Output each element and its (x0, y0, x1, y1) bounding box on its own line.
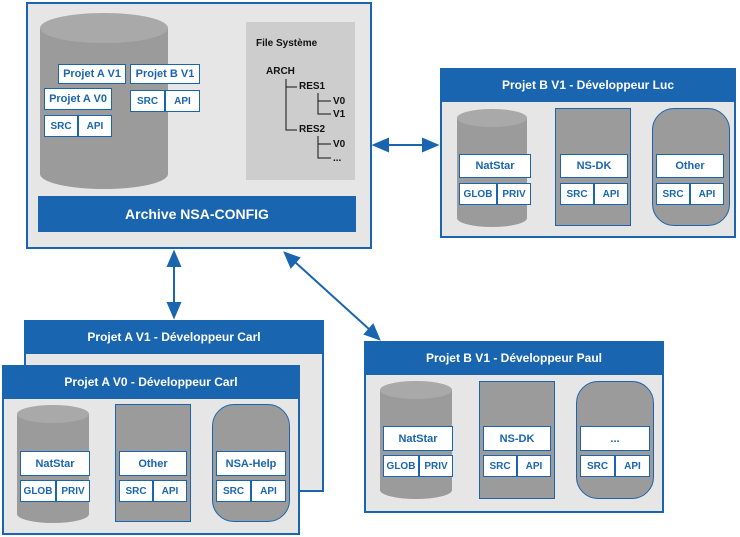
cell-label: SRC (566, 188, 588, 200)
component-left-cell: SRC (216, 480, 251, 502)
workspace-title: Projet B V1 - Développeur Luc (501, 78, 675, 92)
filesystem-box (246, 22, 355, 180)
repo-item-label: Projet A V0 (49, 93, 107, 105)
repo-b-api: API (165, 90, 200, 112)
cell-label: PRIV (61, 485, 85, 497)
workspace-luc-header: Projet B V1 - Développeur Luc (440, 68, 736, 102)
cell-label: SRC (125, 485, 147, 497)
workspace-title: Projet A V0 - Développeur Carl (64, 375, 238, 389)
filesystem-res2-v0: V0 (333, 139, 346, 150)
component-label: NS-DK (576, 160, 612, 172)
component-label: NatStar (35, 457, 75, 470)
component-right-cell: API (153, 480, 187, 502)
cell-label: PRIV (502, 188, 526, 200)
component-label: NSA-Help (225, 457, 277, 470)
component-name: NS-DK (560, 154, 628, 178)
cell-label: SRC (136, 95, 159, 107)
component-name: Other (119, 451, 187, 476)
component-name: NatStar (383, 426, 453, 451)
filesystem-root: ARCH (266, 66, 295, 77)
component-label: Other (138, 457, 168, 470)
cell-label: PRIV (424, 460, 448, 472)
archive-label: Archive NSA-CONFIG (38, 196, 356, 232)
component-right-cell: API (517, 455, 551, 477)
component-right-cell: API (615, 455, 650, 477)
component-label: NatStar (398, 432, 438, 445)
component-name: NSA-Help (216, 451, 286, 476)
cell-label: API (525, 460, 543, 472)
repo-item-projet-a-v0: Projet A V0 (44, 88, 112, 110)
repo-item-label: Projet A V1 (63, 68, 121, 80)
repo-a-src: SRC (44, 115, 78, 137)
cell-label: API (86, 120, 104, 132)
component-name: ... (580, 426, 650, 451)
component-label: ... (610, 432, 620, 445)
component-right-cell: PRIV (497, 183, 531, 205)
component-name: NatStar (459, 154, 531, 178)
component-name: NatStar (20, 451, 90, 476)
filesystem-res1-v1: V1 (333, 109, 346, 120)
component-right-cell: API (251, 480, 286, 502)
filesystem-res2: RES2 (299, 124, 326, 135)
cell-label: GLOB (463, 188, 493, 200)
repo-item-projet-a-v1: Projet A V1 (58, 64, 126, 84)
cell-label: API (624, 460, 641, 472)
component-left-cell: SRC (560, 183, 594, 205)
repo-item-label: Projet B V1 (135, 68, 195, 80)
cell-label: API (174, 95, 191, 107)
repo-a-api: API (78, 115, 112, 137)
cell-label: API (260, 485, 277, 497)
cell-label: GLOB (23, 485, 53, 497)
component-label: Other (675, 160, 705, 172)
cell-label: API (698, 188, 716, 200)
cell-label: SRC (489, 460, 511, 472)
filesystem-title: File Système (256, 38, 318, 49)
component-right-cell: PRIV (419, 455, 453, 477)
component-left-cell: SRC (119, 480, 153, 502)
component-name: NS-DK (483, 426, 551, 451)
workspace-carl-v0-header: Projet A V0 - Développeur Carl (2, 365, 300, 399)
component-label: NS-DK (499, 432, 535, 445)
component-left-cell: SRC (580, 455, 615, 477)
component-right-cell: API (690, 183, 724, 205)
workspace-carl-v1-header: Projet A V1 - Développeur Carl (24, 320, 324, 354)
component-name: Other (656, 154, 724, 178)
cell-label: SRC (222, 485, 245, 497)
component-left-cell: SRC (483, 455, 517, 477)
cell-label: SRC (662, 188, 684, 200)
component-left-cell: GLOB (459, 183, 497, 205)
filesystem-res2-ellipsis: ... (333, 153, 342, 164)
component-label: NatStar (475, 160, 515, 172)
component-left-cell: GLOB (20, 480, 56, 502)
workspace-title: Projet A V1 - Développeur Carl (87, 330, 261, 344)
cell-label: SRC (50, 120, 72, 132)
cell-label: GLOB (386, 460, 416, 472)
component-right-cell: PRIV (56, 480, 90, 502)
component-left-cell: SRC (656, 183, 690, 205)
component-left-cell: GLOB (383, 455, 419, 477)
repo-b-src: SRC (130, 90, 165, 112)
cell-label: API (602, 188, 620, 200)
workspace-title: Projet B V1 - Développeur Paul (425, 351, 603, 365)
filesystem-res1-v0: V0 (333, 96, 346, 107)
workspace-paul-header: Projet B V1 - Développeur Paul (364, 341, 664, 375)
filesystem-res1: RES1 (299, 81, 326, 92)
component-right-cell: API (594, 183, 628, 205)
repo-item-projet-b-v1: Projet B V1 (130, 64, 200, 84)
archive-label-text: Archive NSA-CONFIG (125, 206, 269, 222)
cell-label: SRC (586, 460, 609, 472)
cell-label: API (161, 485, 179, 497)
